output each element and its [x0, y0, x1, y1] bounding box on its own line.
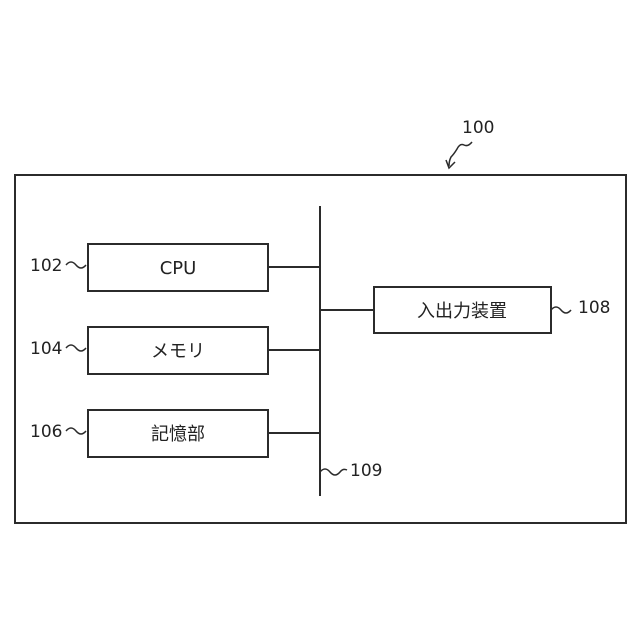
io-device-label: 入出力装置	[417, 301, 507, 322]
cpu-label: CPU	[160, 258, 197, 279]
memory-ref-label: 104	[30, 339, 62, 359]
system-ref-label: 100	[462, 118, 494, 138]
storage-ref-label: 106	[30, 422, 62, 442]
cpu-ref-label: 102	[30, 256, 62, 276]
system-ref-leader	[449, 142, 472, 166]
bus-ref-label: 109	[350, 461, 382, 481]
io-ref-label: 108	[578, 298, 610, 318]
system-ref-arrowhead	[446, 160, 455, 168]
storage-label: 記憶部	[151, 424, 205, 445]
memory-label: メモリ	[151, 341, 205, 362]
